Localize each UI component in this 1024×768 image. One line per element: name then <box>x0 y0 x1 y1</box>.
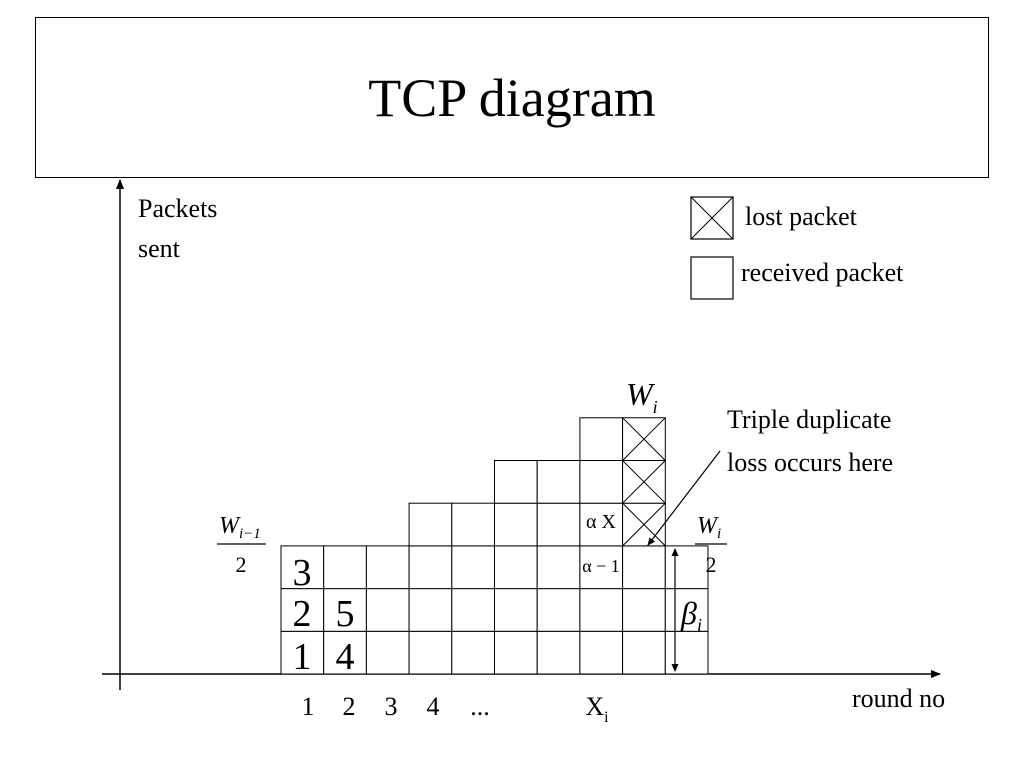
packet-cell <box>622 545 666 590</box>
garbled-label-top: α X <box>586 511 616 533</box>
y-axis-label-line2: sent <box>138 234 181 263</box>
lost-packet-cross <box>622 460 666 504</box>
w-i-half-num-base: W <box>697 513 719 539</box>
packet-cell <box>494 588 538 632</box>
annotation-line1: Triple duplicate <box>727 405 891 434</box>
packet-cell <box>494 502 538 547</box>
packet-grid <box>280 417 709 675</box>
w-prev-half-denominator: 2 <box>236 552 247 577</box>
packet-cell <box>365 630 410 675</box>
page-title: TCP diagram <box>368 67 656 128</box>
packet-cell <box>408 588 453 632</box>
x-tick-1: 1 <box>302 692 315 721</box>
w-i-base: W <box>626 376 656 412</box>
packet-cell <box>451 630 495 675</box>
packet-cell <box>536 502 581 547</box>
packet-cell <box>622 588 666 632</box>
packet-cell <box>365 545 410 590</box>
packet-cell <box>664 545 709 590</box>
w-prev-half-num-sub: i−1 <box>239 526 261 542</box>
packet-cell <box>280 588 325 632</box>
packet-cell <box>323 545 367 590</box>
packet-cell <box>494 630 538 675</box>
beta-i-sub: i <box>697 615 702 635</box>
packet-cell <box>451 545 495 590</box>
title-box: TCP diagram <box>35 17 989 178</box>
w-prev-half-numerator: Wi−1 <box>219 513 261 542</box>
x-tick-4: 4 <box>427 692 440 721</box>
packet-cell <box>408 502 453 547</box>
annotation-line2: loss occurs here <box>727 448 893 477</box>
packet-number-5: 5 <box>336 593 355 635</box>
packet-cell <box>408 545 453 590</box>
w-i-half-fraction: Wi 2 <box>695 513 727 577</box>
packet-number-4: 4 <box>336 636 355 678</box>
packet-cell <box>365 588 410 632</box>
legend-received-label: received packet <box>741 258 904 287</box>
annotation-arrow <box>647 450 721 546</box>
legend: lost packet received packet <box>690 196 904 300</box>
w-i-half-denominator: 2 <box>706 552 717 577</box>
packet-cell <box>536 588 581 632</box>
packet-cell <box>494 460 538 504</box>
w-i-half-numerator: Wi <box>697 513 721 542</box>
packet-cell <box>451 588 495 632</box>
beta-i-base: β <box>680 595 697 631</box>
packet-cell <box>622 630 666 675</box>
lost-packet-cross <box>622 417 666 461</box>
packet-cell <box>579 460 624 504</box>
packet-cell <box>323 630 367 675</box>
legend-lost-cross-2 <box>690 196 734 240</box>
w-i-half-num-sub: i <box>717 526 721 542</box>
legend-received-swatch <box>690 256 734 300</box>
x-tick-ellipsis: ... <box>470 692 490 721</box>
x-axis-label: round no <box>852 684 945 713</box>
packet-cell <box>579 630 624 675</box>
w-prev-half-num-base: W <box>219 513 241 539</box>
packet-cell <box>664 630 709 675</box>
x-tick-xi-sub: i <box>604 709 609 726</box>
packet-cell <box>536 460 581 504</box>
packet-cell <box>579 417 624 461</box>
y-axis-label-line1: Packets <box>138 194 217 223</box>
x-tick-xi: Xi <box>585 692 609 726</box>
packet-cell <box>494 545 538 590</box>
packet-cell <box>536 545 581 590</box>
beta-i-label: βi <box>680 595 702 635</box>
x-tick-2: 2 <box>343 692 356 721</box>
x-tick-3: 3 <box>385 692 398 721</box>
packet-cell <box>408 630 453 675</box>
packet-cell <box>579 588 624 632</box>
garbled-label-bottom: α − 1 <box>582 556 620 576</box>
w-i-sub: i <box>653 397 658 417</box>
legend-lost-label: lost packet <box>745 202 858 231</box>
packet-number-2: 2 <box>293 593 312 635</box>
x-tick-xi-base: X <box>585 692 604 721</box>
lost-packet-cross <box>622 502 666 547</box>
packet-cell <box>451 502 495 547</box>
packet-number-1: 1 <box>293 636 312 678</box>
w-prev-half-fraction: Wi−1 2 <box>217 513 266 577</box>
packet-cell <box>536 630 581 675</box>
packet-number-3: 3 <box>293 552 312 594</box>
w-i-label: Wi <box>626 376 658 417</box>
